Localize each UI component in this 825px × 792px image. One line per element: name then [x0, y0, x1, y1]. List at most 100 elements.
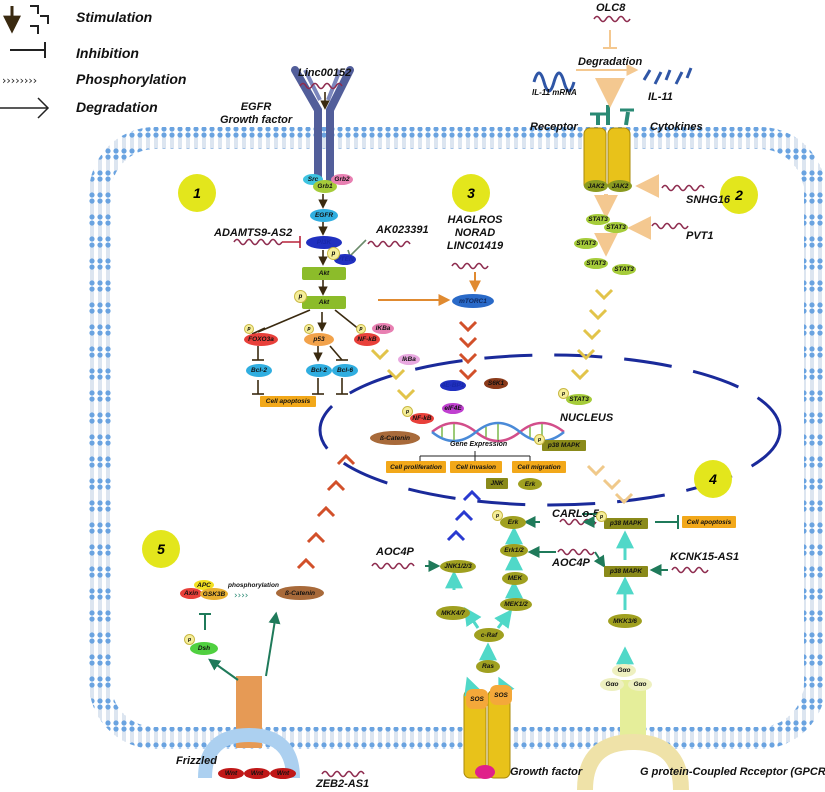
label-gpcr: G protein-Coupled Rcceptor (GPCR) — [640, 766, 825, 778]
label-phosphorylation-small: phosphorylation — [228, 582, 279, 589]
node-ras: Ras — [476, 660, 500, 673]
phospho-badge-pten: p — [327, 247, 340, 260]
node-cell-migration: Cell migration — [512, 461, 566, 473]
node-apc: APC — [194, 580, 214, 590]
region-badge-2: 2 — [720, 176, 758, 214]
node-p38-a: p38 MAPK — [604, 518, 648, 529]
label-snhg16: SNHG16 — [686, 194, 731, 206]
node-mek: MEK — [502, 572, 528, 585]
node-stat3-nucleus: STAT3 — [566, 394, 592, 405]
node-jnk1-2-3: JNK1/2/3 — [440, 560, 476, 573]
egfr-receptor-shape — [291, 66, 354, 184]
label-degradation: Degradation — [578, 56, 643, 68]
bcatenin-chevrons — [296, 453, 356, 570]
label-receptor: Receptor — [530, 121, 578, 133]
gpcr-shape — [577, 680, 689, 791]
node-gao-2: Gαo — [600, 678, 624, 691]
phospho-badge-stat3-nucleus: p — [558, 388, 569, 399]
label-adamts9-as2: ADAMTS9-AS2 — [214, 227, 293, 239]
node-mek1-2: MEK1/2 — [500, 598, 532, 611]
phospho-badge-nfkb: p — [356, 324, 366, 334]
jakstat-peach-arrows — [576, 30, 660, 257]
phospho-badge-erk: p — [492, 510, 503, 521]
label-il11: IL-11 — [648, 91, 673, 103]
label-haglros-norad-linc01419: HAGLROS NORAD LINC01419 — [446, 214, 504, 252]
node-sos-1: SOS — [466, 689, 488, 709]
node-nfkb: NF-kB — [354, 333, 380, 346]
label-egfr-growth-factor: EGFR Growth factor — [220, 101, 293, 126]
node-sos-2: SOS — [490, 685, 512, 705]
legend-degradation: Degradation — [76, 99, 158, 115]
mapk-cyan-arrows — [445, 526, 634, 701]
region-badge-4: 4 — [694, 460, 732, 498]
node-wnt-1: Wnt — [218, 768, 244, 779]
node-dsh: Dsh — [190, 642, 218, 655]
phospho-chevrons: ›››› — [234, 591, 248, 601]
cell-membrane — [89, 127, 825, 749]
il11-mrna-shape — [532, 67, 693, 93]
label-pvt1: PVT1 — [686, 230, 714, 242]
node-mtorc1: mTORC1 — [452, 294, 494, 308]
label-cytokines: Cytokines — [650, 121, 703, 133]
node-egfr: EGFR — [310, 209, 338, 222]
label-olc8: OLC8 — [596, 2, 626, 14]
node-foxo3a: FOXO3a — [244, 333, 278, 346]
legend-inhibition: Inhibition — [76, 45, 139, 61]
phospho-badge-nfkb-2: p — [402, 406, 413, 417]
node-axin: Axin — [180, 588, 202, 599]
label-linc00152: Linc00152 — [298, 67, 352, 79]
node-mkk4-7: MKK4/7 — [436, 606, 470, 620]
pathway1-arrows — [251, 92, 361, 395]
node-src: Src — [303, 174, 323, 185]
phospho-badge-akt: p — [294, 290, 307, 303]
node-akt-2: Akt — [302, 296, 346, 309]
region-badge-5: 5 — [142, 530, 180, 568]
node-pten: PTEN — [334, 254, 356, 265]
node-beta-catenin-nucleus: ß-Catenin — [370, 431, 420, 445]
node-cell-apoptosis-2: Cell apoptosis — [682, 516, 736, 528]
stat3-chevrons — [570, 288, 614, 381]
node-p53: p53 — [304, 333, 334, 346]
node-bcl6: Bcl-6 — [332, 364, 358, 377]
node-gao-3: Gαo — [628, 678, 652, 691]
label-ak023391: AK023391 — [376, 224, 429, 236]
lncrna-squiggles — [233, 15, 709, 778]
node-bcl2-b: Bcl-2 — [306, 364, 332, 377]
node-s6k1: S6K1 — [484, 378, 508, 389]
teal-arrows — [199, 513, 679, 681]
label-gene-expression: Gene Expression — [450, 441, 508, 448]
node-jak2-a: JAK2 — [584, 180, 608, 192]
legend-phosphorylation: Phosphorylation — [76, 71, 187, 87]
node-stat3-c: STAT3 — [574, 238, 598, 249]
mtorc1-chevrons — [458, 320, 478, 381]
legend-symbols: ›››››››› — [0, 5, 50, 119]
label-il11-mrna: IL-11 mRNA — [532, 88, 577, 97]
node-stat3-e: STAT3 — [612, 264, 636, 275]
node-erk: Erk — [500, 516, 526, 529]
node-ikba-2: IkBa — [398, 354, 420, 365]
label-kcnk15-as1: KCNK15-AS1 — [670, 551, 740, 563]
node-erk-nucleus: Erk — [518, 478, 542, 490]
node-gao-1: Gαo — [612, 664, 636, 677]
node-grb2: Grb2 — [331, 174, 353, 185]
node-p38-b: p38 MAPK — [604, 566, 648, 577]
svg-text:››››››››: ›››››››› — [2, 74, 37, 87]
jnk-chevrons — [446, 489, 482, 542]
legend-stimulation: Stimulation — [76, 9, 153, 25]
node-stat3-a: STAT3 — [586, 214, 610, 225]
node-bcl2-a: Bcl-2 — [246, 364, 272, 377]
node-pi3k: PI3K — [306, 236, 342, 249]
node-mkk3-6: MKK3/6 — [608, 614, 642, 628]
node-stat3-d: STAT3 — [584, 258, 608, 269]
node-cell-invasion: Cell invasion — [450, 461, 502, 473]
node-grb1: Grb1 — [313, 180, 337, 193]
phospho-badge-p38-a: p — [596, 511, 607, 522]
label-aoc4p-left: AOC4P — [376, 546, 414, 558]
region-badge-3: 3 — [452, 174, 490, 212]
label-zeb2-as1: ZEB2-AS1 — [316, 778, 370, 790]
label-growth-factor: Growth factor — [510, 766, 583, 778]
node-gsk3b: GSK3B — [200, 588, 228, 600]
cytokine-receptor-shape — [583, 105, 634, 191]
